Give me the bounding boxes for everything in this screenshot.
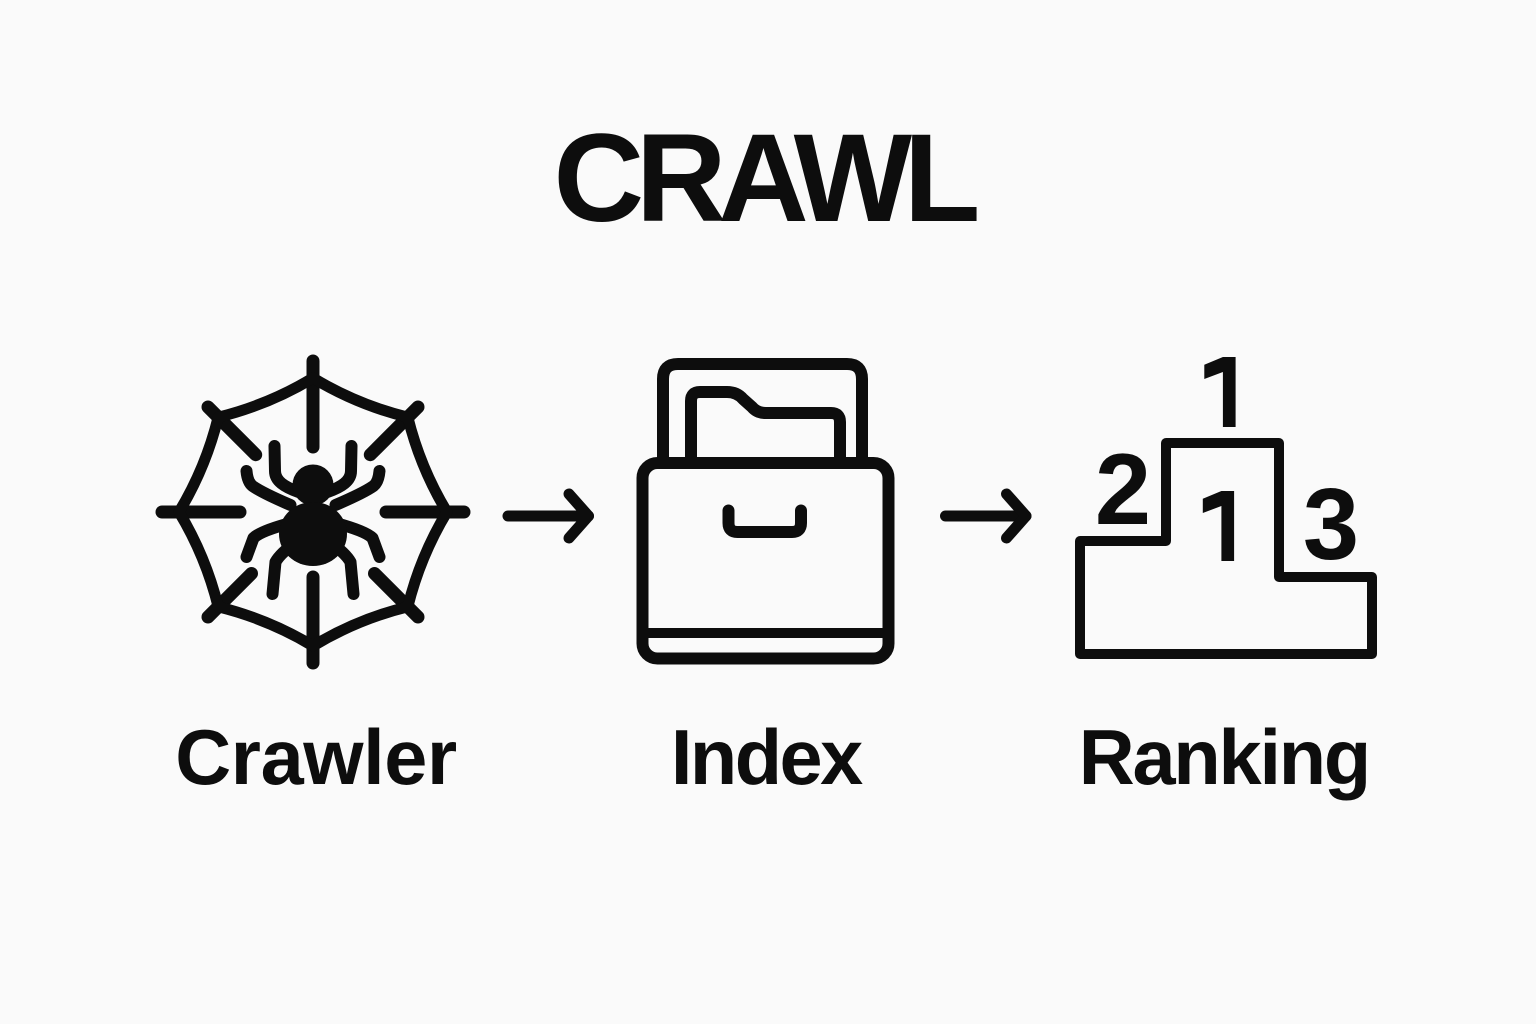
arrow-right-icon xyxy=(946,494,1027,538)
podium-rank-2: 2 xyxy=(1095,434,1151,546)
index-label: Index xyxy=(670,715,863,802)
drawer-card xyxy=(657,358,868,464)
drawer-handle xyxy=(722,504,807,538)
podium-icon: 2 3 xyxy=(1075,357,1377,659)
podium-rank-3: 3 xyxy=(1303,469,1359,581)
spider-head xyxy=(292,464,334,506)
podium-rank-1-top xyxy=(1204,357,1236,427)
spider-leg xyxy=(240,465,297,511)
spider-icon xyxy=(240,440,380,600)
arrow-right-icon xyxy=(502,488,594,544)
page-title: CRAWL xyxy=(553,106,981,248)
spider-abdomen xyxy=(279,502,347,566)
crawler-label: Crawler xyxy=(175,715,457,802)
ranking-label: Ranking xyxy=(1078,715,1372,802)
spider-web-icon xyxy=(155,354,471,670)
arrow-head xyxy=(563,488,594,544)
file-drawer-icon xyxy=(636,358,895,665)
podium-rank-1-center xyxy=(1202,491,1235,561)
web-ring xyxy=(173,372,453,652)
drawer-body xyxy=(636,457,895,665)
drawer-folder xyxy=(685,386,846,464)
podium-outline xyxy=(1075,438,1377,659)
